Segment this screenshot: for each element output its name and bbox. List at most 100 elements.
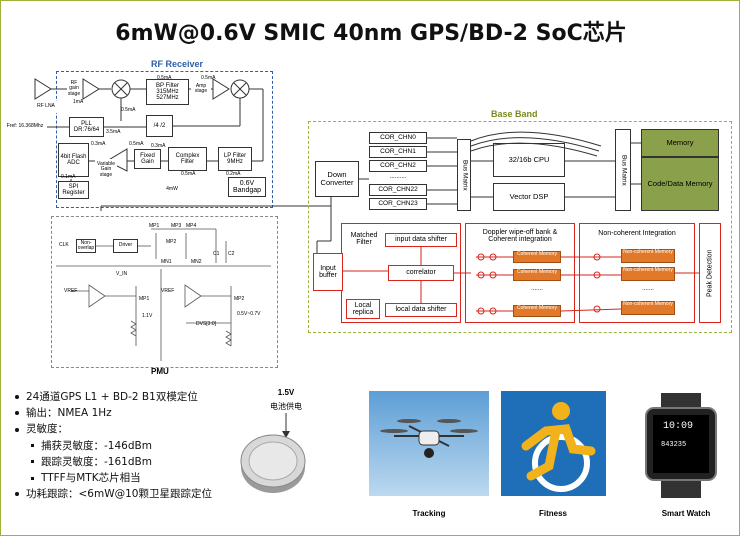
rf-power-label: 4mW (161, 185, 183, 195)
coherent-memory-3: Coherent Memory (513, 305, 561, 317)
driver-block: Driver (113, 239, 138, 253)
rf-gain-label: RF gain stage (67, 79, 81, 99)
dvs-label: DVS[3:0] (196, 321, 217, 327)
feature-ttff: TTFF与MTK芯片相当 (15, 470, 212, 486)
lp-filter-block: LP Filter 9MHz (218, 147, 252, 171)
code-memory-block: Code/Data Memory (641, 157, 719, 211)
baseband-label: Base Band (491, 109, 538, 119)
mp4-label: MP4 (186, 223, 197, 229)
c1-label: C1 (213, 251, 220, 257)
dsp-block: Vector DSP (493, 183, 565, 211)
amp-stage-label: Amp stage (191, 79, 211, 99)
rf-current-label: 0.3mA (91, 141, 106, 147)
cor-chn1: COR_CHN1 (369, 146, 427, 158)
noncoherent-ellipsis: ....... (621, 285, 675, 293)
rf-current-label: 0.3mA (151, 143, 166, 149)
complex-filter-block: Complex Filter (168, 147, 207, 171)
fref-label: Fref: 16.368Mhz (3, 119, 47, 135)
watch-time: 10:09 (663, 421, 694, 432)
pmu-box (51, 216, 278, 368)
cor-chn22: COR_CHN22 (369, 184, 427, 196)
mp2-ldo-label: MP2 (234, 296, 245, 302)
local-shifter-block: local data shifter (385, 303, 457, 317)
spi-register-block: SPI Register (58, 181, 89, 199)
rf-current-label: 1mA (73, 99, 84, 105)
page-title: 6mW@0.6V SMIC 40nm GPS/BD-2 SoC芯片 (115, 21, 627, 46)
tracking-caption: Tracking (412, 509, 446, 518)
c2-label: C2 (228, 251, 235, 257)
doppler-ellipsis: ....... (513, 285, 561, 293)
feature-output: 输出：NMEA 1Hz (15, 405, 212, 421)
fitness-caption: Fitness (538, 509, 567, 518)
drone-photo (369, 391, 489, 496)
fixed-gain-block: Fixed Gain (134, 149, 161, 169)
fitness-icon (501, 391, 606, 496)
non-overlap-block: Non-overlap (76, 239, 96, 253)
mp1-ldo-label: MP1 (139, 296, 150, 302)
cor-chn0: COR_CHN0 (369, 132, 427, 144)
feature-list: 24通道GPS L1 + BD-2 B1双模定位 输出：NMEA 1Hz 灵敏度… (15, 389, 212, 502)
cor-chn2: COR_CHN2 (369, 160, 427, 172)
vout-label: 0.5V~0.7V (237, 311, 261, 317)
rf-current-label: 0.2mA (226, 171, 241, 177)
feature-power: 功耗跟踪：<6mW@10颗卫星跟踪定位 (15, 486, 212, 502)
local-replica-block: Local replica (346, 299, 380, 319)
feature-tracking: 跟踪灵敏度：-161dBm (15, 454, 212, 470)
rf-current-label: 0.1mA (61, 174, 76, 180)
rf-current-label: 0.5mA (121, 107, 136, 113)
battery-label: 电池供电 (270, 402, 302, 411)
mn2-label: MN2 (191, 259, 202, 265)
rf-lna-label: RF LNA (35, 101, 57, 113)
down-converter-block: Down Converter (315, 161, 359, 197)
noncoherent-label: Non-coherent Integration (581, 227, 693, 241)
rf-current-label: 3.5mA (106, 129, 121, 135)
pmu-label: PMU (151, 367, 169, 376)
bandgap-block: 0.6V Bandgap (228, 177, 266, 197)
rf-receiver-box (56, 71, 273, 208)
smartwatch-photo (645, 393, 717, 498)
matched-filter-label: Matched Filter (344, 227, 384, 251)
rf-current-label: 0.5mA (157, 75, 172, 81)
cor-chn23: COR_CHN23 (369, 198, 427, 210)
clk-label: CLK (59, 242, 69, 248)
bus-matrix-left: Bus Matrix (457, 139, 471, 211)
noncoherent-memory-1: Non-coherent Memory (621, 249, 675, 263)
correlator-block: correlator (388, 265, 454, 281)
pll-block: PLL DR:76/64 (69, 117, 104, 137)
bp-filter-block: BP Filter 315MHz 527MHz (146, 79, 189, 105)
bus-matrix-right: Bus Matrix (615, 129, 631, 211)
watch-caption: Smart Watch (661, 509, 711, 518)
adc-block: 4bit Flash ADC (58, 143, 89, 177)
vref-label-1: VREF (64, 288, 78, 294)
noncoherent-memory-2: Non-coherent Memory (621, 267, 675, 281)
feature-channels: 24通道GPS L1 + BD-2 B1双模定位 (15, 389, 212, 405)
doppler-label: Doppler wipe-off bank & Coherent integra… (469, 226, 571, 246)
feature-sensitivity: 灵敏度： (15, 421, 212, 437)
vref-label-2: VREF (161, 288, 175, 294)
mn1-label: MN1 (161, 259, 172, 265)
mp2-label: MP2 (166, 239, 177, 245)
feature-acquisition: 捕获灵敏度：-146dBm (15, 438, 212, 454)
watch-steps: 843235 (661, 441, 687, 449)
rf-receiver-label: RF Receiver (151, 59, 204, 69)
mp1-label: MP1 (149, 223, 160, 229)
memory-block: Memory (641, 129, 719, 157)
rf-current-label: 0.5mA (201, 75, 216, 81)
mp3-label: MP3 (171, 223, 182, 229)
coherent-memory-2: Coherent Memory (513, 269, 561, 281)
v1p1-label: 1.1V (142, 313, 153, 319)
input-buffer-block: Input buffer (313, 253, 343, 291)
baseband-box (308, 121, 732, 333)
vga-label: Variable Gain stage (95, 159, 117, 181)
input-shifter-block: input data shifter (385, 233, 457, 247)
noncoherent-memory-3: Non-coherent Memory (621, 301, 675, 315)
battery-voltage: 1.5V (277, 388, 295, 397)
rf-current-label: 0.5mA (181, 171, 196, 177)
divider-block: /4 /2 (146, 115, 173, 137)
